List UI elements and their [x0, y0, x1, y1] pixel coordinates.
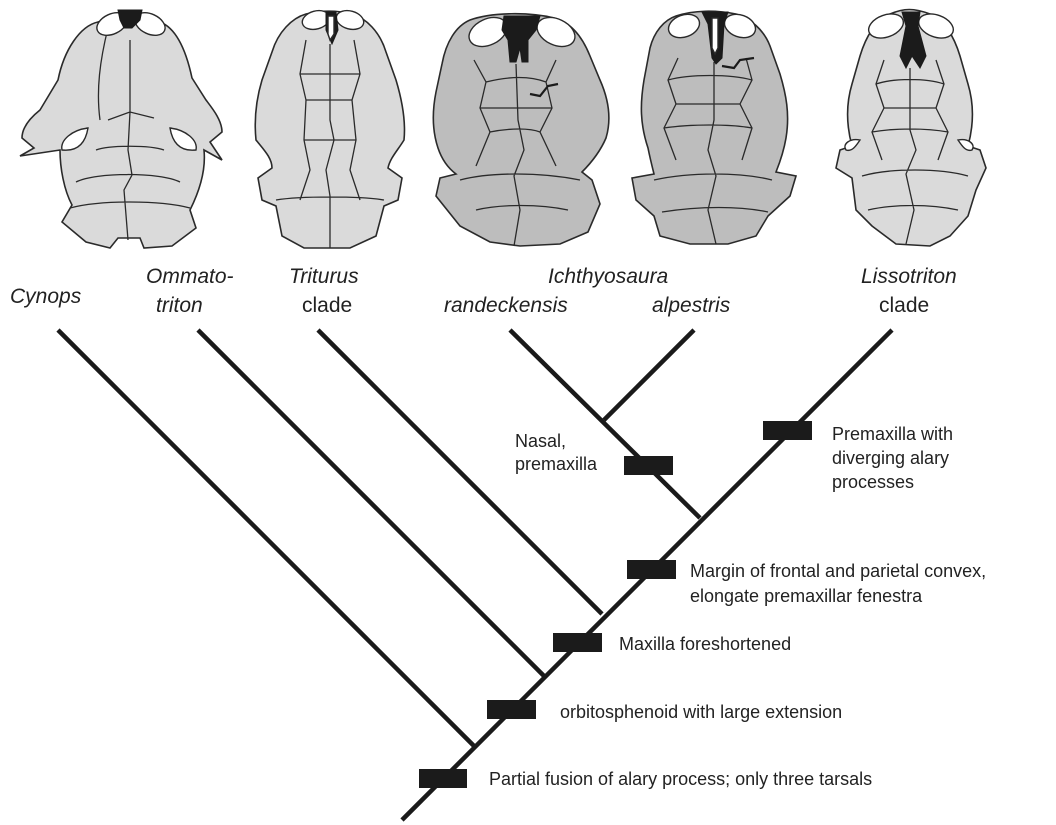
character-label-5-line1: Nasal,	[515, 431, 566, 451]
branch-cynops	[58, 330, 474, 746]
skull-lissotriton	[836, 10, 986, 247]
character-label-1: Partial fusion of alary process; only th…	[489, 769, 872, 789]
taxon-label-ommatotriton-line2: triton	[156, 294, 203, 317]
branch-ichthyosaura	[510, 330, 700, 518]
skull-cynops	[20, 8, 222, 248]
synapomorphy-bar-1	[419, 769, 467, 788]
taxon-label-lissotriton-line2: clade	[879, 294, 929, 317]
skull-alpestris	[632, 10, 796, 244]
synapomorphy-bar-6	[763, 421, 812, 440]
character-label-6-line2: diverging alary	[832, 448, 949, 468]
synapomorphy-bar-5	[624, 456, 673, 475]
taxon-label-ommatotriton-line1: Ommato-	[146, 265, 234, 288]
taxon-label-lissotriton-line1: Lissotriton	[861, 265, 957, 288]
character-label-4-line1: Margin of frontal and parietal convex,	[690, 561, 986, 581]
synapomorphy-bar-4	[627, 560, 676, 579]
taxon-label-cynops: Cynops	[10, 285, 82, 308]
character-label-5-line2: premaxilla	[515, 454, 598, 474]
synapomorphy-bar-3	[553, 633, 602, 652]
skull-ommatotriton	[255, 8, 404, 248]
character-label-6-line3: processes	[832, 472, 914, 492]
taxon-label-randeckensis: randeckensis	[444, 294, 568, 317]
character-label-4-line2: elongate premaxillar fenestra	[690, 586, 923, 606]
taxon-label-triturus-line2: clade	[302, 294, 352, 317]
character-label-3: Maxilla foreshortened	[619, 634, 791, 654]
taxon-label-triturus-line1: Triturus	[289, 265, 359, 288]
synapomorphy-bar-2	[487, 700, 536, 719]
character-label-2: orbitosphenoid with large extension	[560, 702, 842, 722]
taxon-label-alpestris: alpestris	[652, 294, 731, 317]
character-label-6-line1: Premaxilla with	[832, 424, 953, 444]
taxon-label-ichthyosaura: Ichthyosaura	[548, 265, 668, 288]
skull-randeckensis	[433, 12, 609, 246]
branch-alpestris	[604, 330, 694, 420]
